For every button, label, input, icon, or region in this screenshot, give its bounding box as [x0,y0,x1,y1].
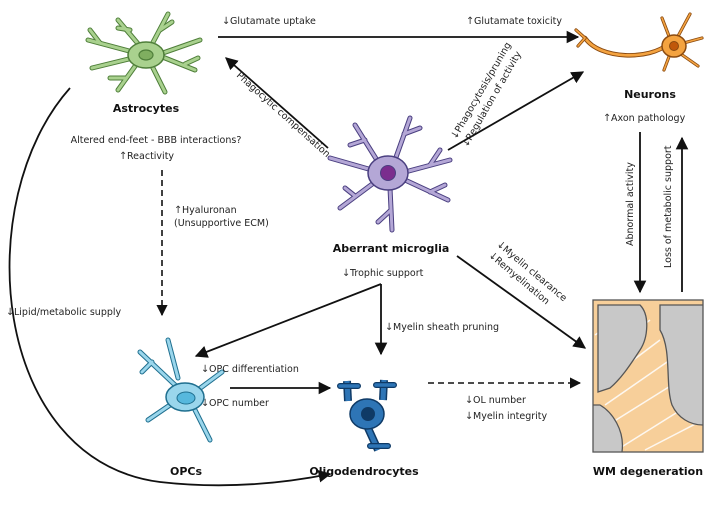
arrow-glyph: ↑ [466,16,474,27]
label-lipid-supply: Lipid/metabolic supply [14,307,122,318]
opc-cell-icon [137,337,225,443]
arrow-glyph: ↓ [222,16,230,27]
label-unsupportive-ecm: (Unsupportive ECM) [174,218,269,229]
label-glutamate-uptake: Glutamate uptake [230,16,316,27]
arrow-glyph: ↓ [385,322,393,333]
label-reactivity: Reactivity [127,151,174,162]
edge-microglia-to-neuron [447,71,585,151]
arrow-glyph: ↑ [174,205,182,216]
arrow-glyph: ↓ [465,395,473,406]
astrocyte-cell-icon [85,11,203,95]
label-wm-degeneration: WM degeneration [593,465,703,478]
arrow-glyph: ↓ [6,307,14,318]
label-opcs: OPCs [170,465,202,478]
arrow-glyph: ↓ [342,268,350,279]
neuron-cell-icon [574,12,704,72]
label-axon-pathology: Axon pathology [611,113,686,124]
label-glutamate-toxicity: Glutamate toxicity [474,16,562,27]
edge-microglia-to-wm [456,255,587,349]
label-myelin-sheath-pruning: Myelin sheath pruning [393,322,499,333]
label-opc-differentiation: OPC differentiation [209,364,299,375]
label-myelin-integrity: Myelin integrity [473,411,548,422]
wm-tissue-icon [592,299,704,453]
label-opc-number: OPC number [209,398,269,409]
arrow-glyph: ↑ [603,113,611,124]
arrow-glyph: ↓ [201,398,209,409]
arrow-glyph: ↑ [119,151,127,162]
edge-astro-to-oligodendrocyte [8,87,332,487]
label-oligodendrocytes: Oligodendrocytes [309,465,419,478]
edge-microglia-to-opc [194,283,382,358]
label-microglia: Aberrant microglia [333,242,450,255]
label-ol-number: OL number [473,395,526,406]
label-astrocytes: Astrocytes [113,102,180,115]
label-hyaluronan: Hyaluronan [182,205,237,216]
label-phagocytic-compensation: Phagocytic compensation [234,70,332,160]
arrow-glyph: ↓ [201,364,209,375]
label-altered-endfeet: Altered end-feet - BBB interactions? [71,135,242,146]
label-neurons: Neurons [624,88,676,101]
label-abnormal-activity: Abnormal activity [625,162,636,246]
arrow-glyph: ↓ [465,411,473,422]
microglia-cell-icon [327,115,453,233]
label-loss-metabolic-support: Loss of metabolic support [663,145,674,268]
label-trophic-support: Trophic support [349,268,424,279]
edge-microglia-to-astro [225,57,329,149]
oligodendrocyte-cell-icon [337,379,397,452]
